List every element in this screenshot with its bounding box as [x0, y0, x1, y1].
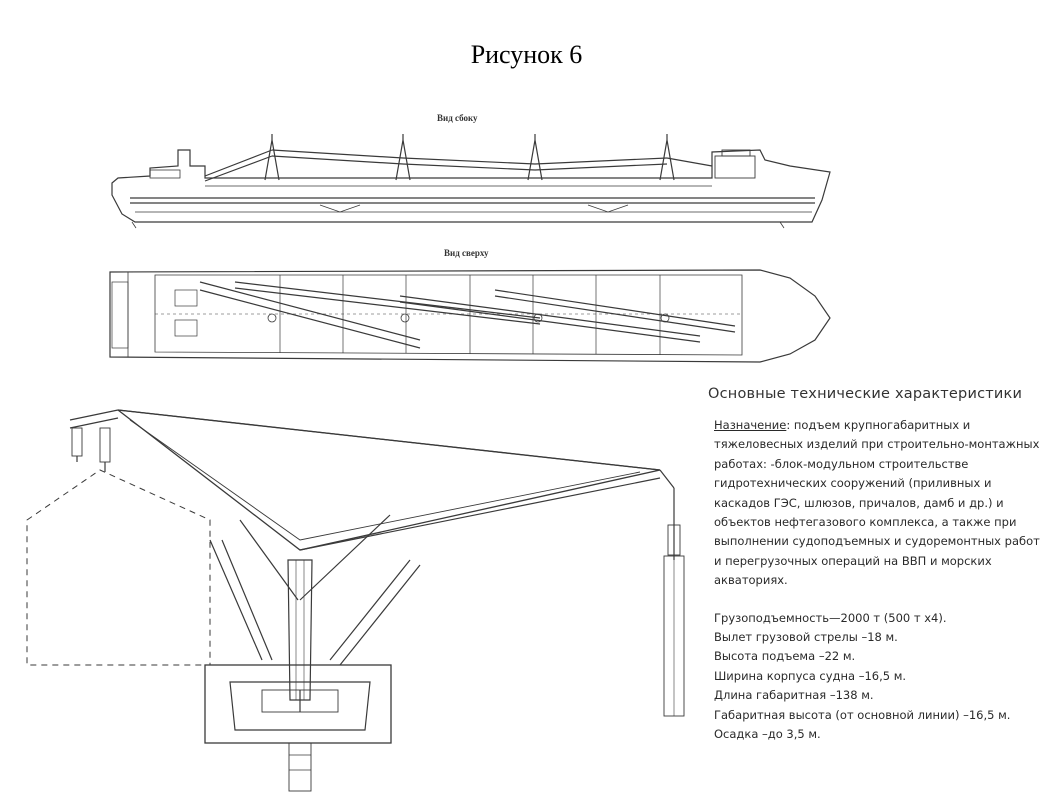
top-view-label: Вид сверху — [444, 248, 489, 258]
crane-diagram — [26, 409, 685, 792]
specs-list: Грузоподъемность—2000 т (500 т х4). Выле… — [714, 609, 1044, 745]
specs-heading: Основные технические характеристики — [708, 386, 1023, 402]
spec-item: Длина габаритная –138 м. — [714, 688, 874, 703]
ship-top-view — [109, 269, 831, 363]
spec-item: Высота подъема –22 м. — [714, 649, 856, 664]
spec-item: Вылет грузовой стрелы –18 м. — [714, 630, 898, 645]
figure-title: Рисунок 6 — [470, 40, 583, 69]
spec-item: Осадка –до 3,5 м. — [714, 727, 821, 742]
side-view-label: Вид сбоку — [437, 113, 478, 123]
technical-specs: Основные технические характеристики Назн… — [708, 386, 1044, 745]
specs-purpose: Назначение: подъем крупногабаритных и тя… — [714, 416, 1044, 591]
purpose-label: Назначение — [714, 418, 787, 432]
ship-side-view — [111, 134, 831, 229]
purpose-text: : подъем крупногабаритных и тяжеловесных… — [714, 418, 1040, 588]
spec-item: Ширина корпуса судна –16,5 м. — [714, 668, 907, 683]
spec-item: Габаритная высота (от основной линии) –1… — [714, 707, 1011, 722]
spec-item: Грузоподъемность—2000 т (500 т х4). — [714, 610, 947, 625]
